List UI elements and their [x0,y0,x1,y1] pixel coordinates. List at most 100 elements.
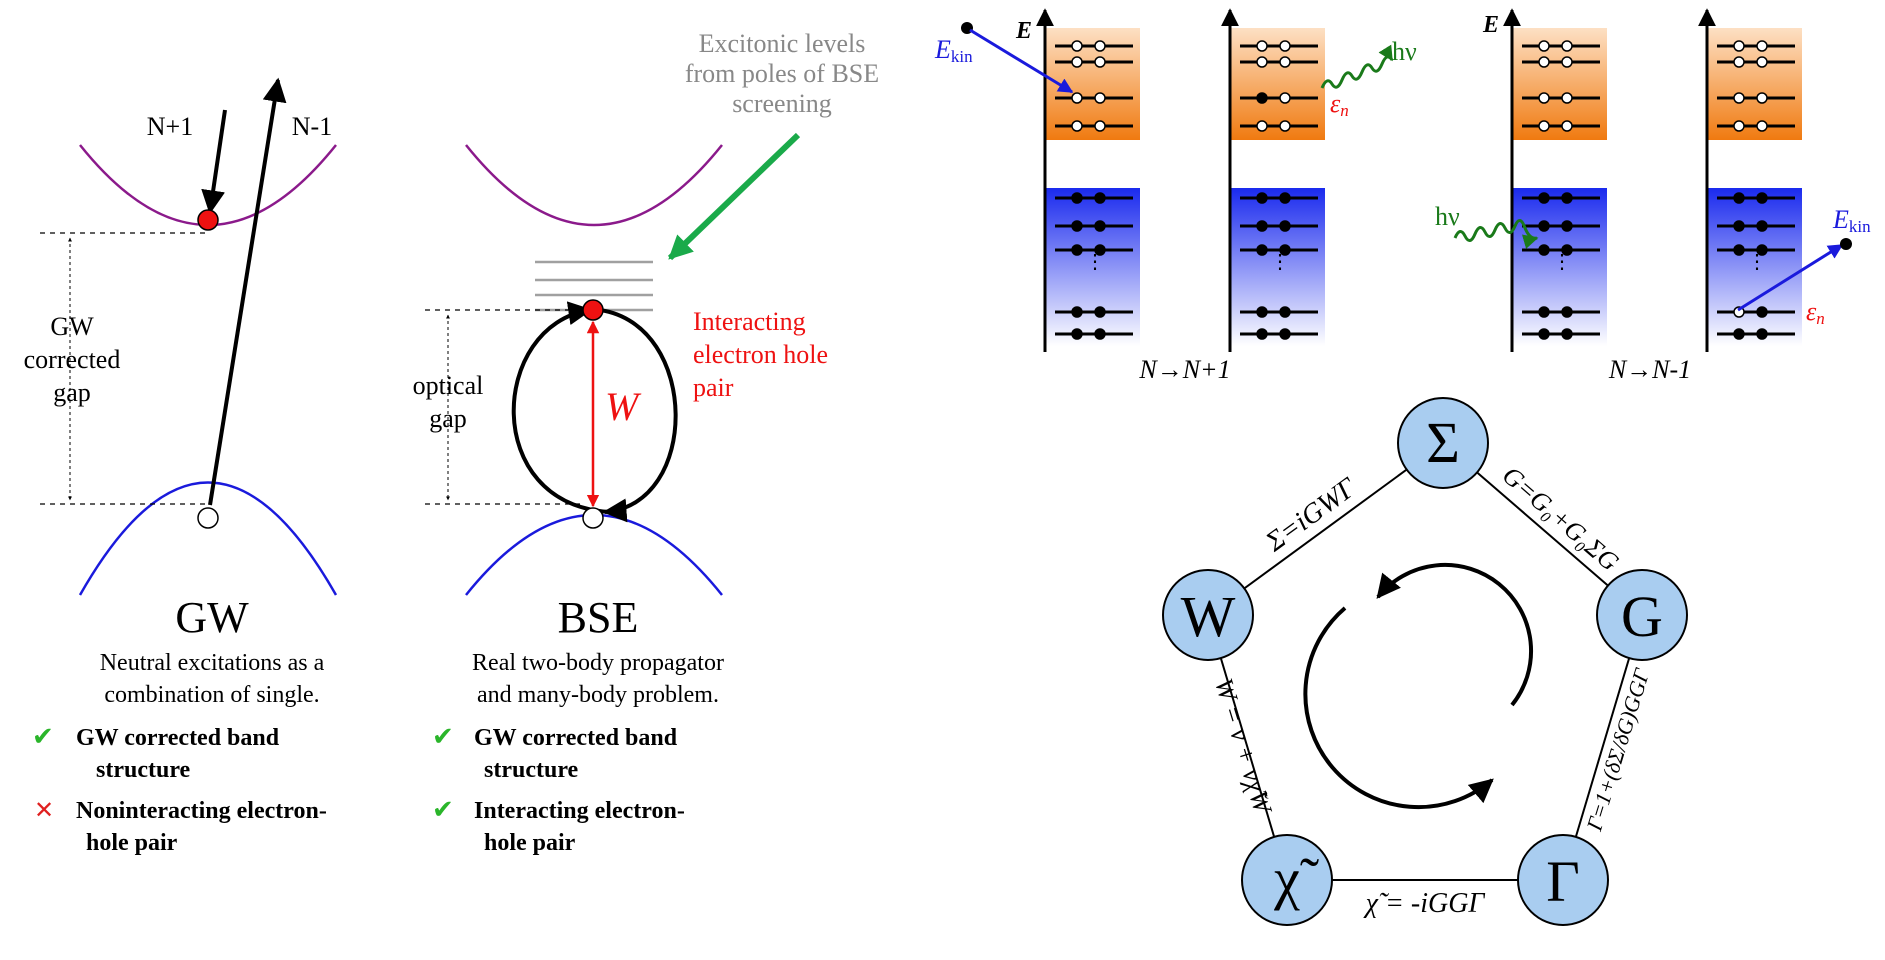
bse-item-2-line-2: hole pair [484,830,576,856]
empty-level-state [1071,92,1083,104]
w-label: W [605,384,642,429]
filled-level-state [1094,192,1106,204]
energy-axis-label-2: E [1482,12,1499,38]
empty-level-state [1094,120,1106,132]
label-n-to-n-plus-1: N→N+1 [1138,355,1230,384]
filled-level-state [1256,306,1268,318]
empty-level-state [1279,40,1291,52]
empty-level-state [1538,40,1550,52]
emitted-photon-wave [1320,44,1394,89]
excitonic-note-line-1: Excitonic levels [699,29,866,58]
gw-panel: N+1 N-1 GW corrected gap GW Neutral exci… [24,77,338,856]
empty-level-state [1279,56,1291,68]
hedin-pentagon: G=G₀+G₀ΣG Γ=1+(δΣ/δG)GGΓ χ̃ = -iGGΓ W = … [1162,397,1688,926]
filled-level-state [1733,192,1745,204]
dots-4: ⋮ [1747,251,1767,273]
filled-level-state [1756,244,1768,256]
node-w-label: W [1181,584,1236,649]
ekin-label-right: Ekin [1832,205,1871,236]
outgoing-electron [1840,238,1852,250]
filled-level-state [1538,192,1550,204]
empty-level-state [1071,120,1083,132]
empty-level-state [1256,120,1268,132]
node-g [1596,569,1688,661]
empty-level-state [1071,56,1083,68]
empty-level-state [1561,40,1573,52]
eq-chi-w: W = v + vχ̃W [1209,675,1278,819]
empty-level-state [1094,40,1106,52]
edge-chi-w [1207,614,1288,881]
edge-w-sigma [1207,442,1444,616]
filled-level-state [1256,220,1268,232]
bse-check-mark-1: ✔ [432,722,454,752]
empty-level-state [1071,40,1083,52]
eq-gamma-chi: χ̃ = -iGGΓ [1363,888,1486,919]
bse-electron [582,299,604,321]
filled-level-state [1756,306,1768,318]
bse-desc-line-2: and many-body problem. [477,682,719,708]
gw-cross-mark: ✕ [34,796,54,824]
gw-gap-label-2: corrected [24,345,121,374]
bse-conduction-band [465,144,723,227]
pair-label-1: Interacting [693,307,806,336]
filled-level-state [1561,328,1573,340]
bse-gap-label-2: gap [429,404,467,433]
hv-label-right: hν [1435,202,1460,231]
bse-item-1-line-2: structure [484,757,579,783]
gw-n-plus-1-arrow [201,109,227,215]
eq-g-gamma: Γ=1+(δΣ/δG)GGΓ [1581,665,1655,835]
incoming-electron-arrow [969,28,1074,94]
filled-level-state [1756,328,1768,340]
filled-level-state [1071,244,1083,256]
gw-n-minus-1-label: N-1 [292,112,332,141]
empty-level-state [1538,56,1550,68]
filled-level-state [1256,328,1268,340]
blue-band-1 [1045,188,1140,346]
empty-level-state [1256,40,1268,52]
filled-level-state [1538,328,1550,340]
filled-level-state [1561,220,1573,232]
eps-label-left: εn [1330,89,1349,120]
node-gamma-label: Γ [1546,849,1580,914]
hv-label-left: hν [1392,37,1417,66]
excitonic-note-arrow [667,132,801,261]
gw-valence-band [78,481,338,596]
photoemission-panel: E E ⋮ ⋮ ⋮ ⋮ Ekin hν εn N→N+1 hν Ekin εn … [934,8,1871,384]
filled-level-state [1279,192,1291,204]
empty-level-state [1756,40,1768,52]
empty-level-state [1733,40,1745,52]
dots-1: ⋮ [1085,251,1105,273]
gw-item-1-line-2: structure [96,757,191,783]
excitonic-note-line-2: from poles of BSE [685,59,879,88]
empty-level-state [1094,56,1106,68]
pair-label-3: pair [693,373,734,402]
eq-sigma-g: G=G₀+G₀ΣG [1497,460,1625,576]
node-sigma-label: Σ [1426,410,1460,475]
energy-levels [1055,40,1795,340]
filled-level-state [1071,192,1083,204]
pair-label-2: electron hole [693,340,828,369]
filled-level-state [1733,328,1745,340]
filled-level-state [1094,220,1106,232]
empty-level-state [1756,92,1768,104]
bse-desc-line-1: Real two-body propagator [472,650,724,676]
node-w [1162,569,1254,661]
gw-electron [197,209,219,231]
filled-level-state [1561,192,1573,204]
bse-item-2-line-1: Interacting electron- [474,798,685,824]
eq-w-sigma: Σ=iGWΓ [1260,472,1363,559]
incoming-photon-wave [1453,219,1539,249]
dots-3: ⋮ [1552,251,1572,273]
gw-desc-line-2: combination of single. [104,682,319,708]
filled-level-state [1279,244,1291,256]
empty-level-state [1756,56,1768,68]
bse-gap-label-1: optical [413,371,484,400]
filled-level-state [1279,220,1291,232]
gw-check-mark: ✔ [32,722,54,752]
node-sigma [1397,397,1489,489]
ekin-label-left: Ekin [934,35,973,66]
empty-level-state [1561,92,1573,104]
filled-level-state [1071,328,1083,340]
empty-level-state [1756,120,1768,132]
